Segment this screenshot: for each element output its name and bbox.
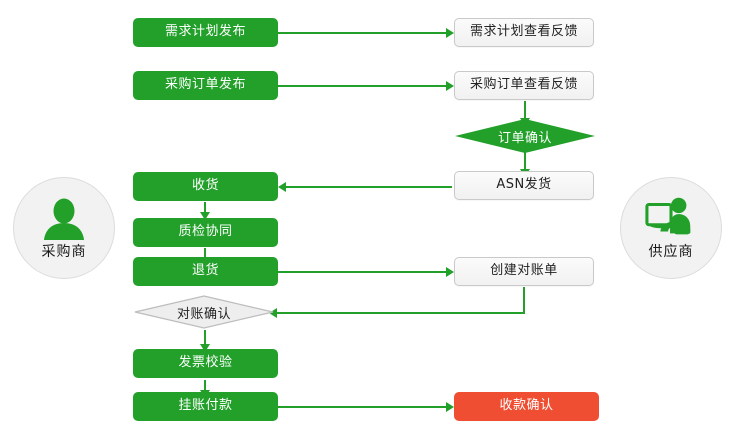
edge-statement-confirm-to-invoice <box>204 330 206 346</box>
diamond-shape <box>455 119 595 153</box>
edge-arrow-receipt-confirm <box>446 402 454 412</box>
node-demand-plan-feedback[interactable]: 需求计划查看反馈 <box>454 18 594 47</box>
edge-arrow-po-feedback <box>446 81 454 91</box>
edge-demand-plan-publish-to-feedback <box>278 32 448 34</box>
node-label: 需求计划查看反馈 <box>469 24 578 40</box>
node-invoice-verify[interactable]: 发票校验 <box>133 349 278 378</box>
node-label: 对账确认 <box>176 306 231 322</box>
edge-payable-to-receipt-confirm <box>278 406 448 408</box>
node-quality-collaboration[interactable]: 质检协同 <box>133 218 278 247</box>
edge-po-publish-to-feedback <box>278 85 448 87</box>
node-return-goods[interactable]: 退货 <box>133 257 278 286</box>
edge-arrow-quality <box>200 212 210 220</box>
actor-supplier[interactable]: 供应商 <box>620 177 722 279</box>
diamond-shape <box>134 295 274 329</box>
actor-label: 供应商 <box>648 243 694 260</box>
node-label: 创建对账单 <box>490 263 558 279</box>
node-payable-payment[interactable]: 挂账付款 <box>133 392 278 421</box>
edge-arrow-demand-plan-feedback <box>446 28 454 38</box>
node-po-publish[interactable]: 采购订单发布 <box>133 71 278 100</box>
node-label: 收货 <box>191 178 219 194</box>
edge-arrow-create-statement <box>446 267 454 277</box>
node-po-feedback[interactable]: 采购订单查看反馈 <box>454 71 594 100</box>
node-label: 收款确认 <box>499 398 554 414</box>
edge-order-confirm-to-asn <box>524 152 526 171</box>
node-label: 退货 <box>191 263 219 279</box>
node-statement-confirm[interactable]: 对账确认 <box>134 295 274 329</box>
node-create-statement[interactable]: 创建对账单 <box>454 257 594 286</box>
node-order-confirm[interactable]: 订单确认 <box>455 119 595 153</box>
edge-create-statement-down <box>523 287 525 314</box>
edge-quality-to-return <box>204 248 206 260</box>
edge-create-statement-to-confirm <box>277 312 525 314</box>
edge-po-feedback-to-order-confirm <box>524 101 526 120</box>
edge-asn-to-goods-receipt <box>286 186 452 188</box>
node-label: 发票校验 <box>178 355 233 371</box>
node-label: 挂账付款 <box>178 398 233 414</box>
edge-invoice-to-payable <box>204 380 206 392</box>
edge-arrow-statement-confirm <box>269 308 277 318</box>
person-icon <box>38 196 90 240</box>
node-goods-receipt[interactable]: 收货 <box>133 172 278 201</box>
node-asn-shipment[interactable]: ASN发货 <box>454 171 594 200</box>
actor-label: 采购商 <box>41 243 87 260</box>
node-label: 质检协同 <box>178 224 233 240</box>
edge-goods-receipt-to-quality <box>204 202 206 214</box>
node-demand-plan-publish[interactable]: 需求计划发布 <box>133 18 278 47</box>
node-label: 采购订单发布 <box>164 77 246 93</box>
edge-arrow-goods-receipt <box>278 182 286 192</box>
actor-buyer[interactable]: 采购商 <box>13 177 115 279</box>
node-label: 订单确认 <box>497 130 552 146</box>
node-receipt-confirm[interactable]: 收款确认 <box>454 392 599 421</box>
node-label: 采购订单查看反馈 <box>469 77 578 93</box>
node-label: 需求计划发布 <box>164 24 246 40</box>
edge-return-to-create-statement <box>278 271 448 273</box>
person-at-computer-icon <box>645 196 697 240</box>
edge-arrow-invoice-verify <box>200 344 210 352</box>
node-label: ASN发货 <box>496 177 552 193</box>
